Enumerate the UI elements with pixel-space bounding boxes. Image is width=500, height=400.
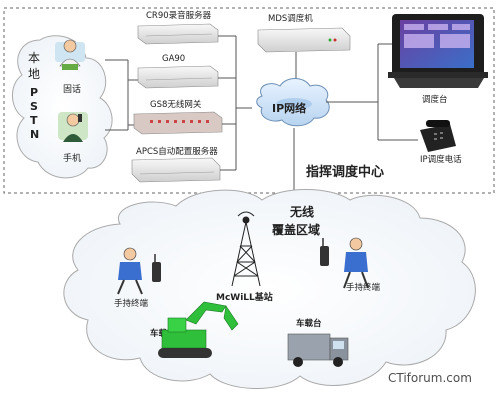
pstn-cloud	[12, 35, 113, 179]
server-bus	[218, 35, 252, 171]
ip-phone-icon	[420, 120, 456, 152]
mds-switch	[257, 27, 351, 53]
pstn-char: S	[30, 100, 38, 113]
server-label-ga90: GA90	[162, 54, 185, 64]
server-apcs	[131, 157, 221, 183]
pstn-char: N	[30, 128, 39, 141]
ip-network-cloud	[256, 78, 330, 127]
ip-phone-label: IP调度电话	[420, 154, 462, 165]
pstn-char: T	[30, 114, 38, 127]
wireless-area-label-2: 覆盖区域	[271, 222, 320, 237]
landline-label: 固话	[63, 83, 81, 95]
handheld-user-right-icon	[320, 237, 369, 289]
server-label-cr90: CR90录音服务器	[146, 10, 212, 21]
landline-user-icon	[55, 39, 85, 70]
server-ga90	[137, 65, 219, 89]
wireless-coverage-cloud	[63, 189, 476, 390]
handheld-left-label: 手持终端	[114, 298, 149, 309]
handheld-right-label: 手持终端	[346, 282, 381, 293]
server-label-gs8: GS8无线网关	[150, 99, 202, 110]
excavator-icon	[158, 301, 239, 358]
server-gs8	[133, 111, 223, 135]
pstn-char: 本	[28, 51, 40, 65]
wireless-area-label-1: 无线	[289, 204, 314, 219]
ip-network-label: IP网络	[272, 101, 306, 115]
dispatch-console-icon	[388, 14, 488, 88]
handheld-user-left-icon	[117, 247, 161, 295]
ip-links	[293, 43, 418, 220]
server-cr90	[137, 23, 219, 45]
mds-label: MDS调度机	[268, 13, 313, 24]
mobile-user-icon	[58, 112, 88, 142]
truck-icon	[287, 333, 349, 367]
pstn-char: 地	[28, 67, 40, 81]
console-label: 调度台	[422, 94, 448, 105]
pstn-char: P	[30, 86, 38, 99]
pstn-label: 本 地 P S T N	[28, 51, 40, 141]
server-label-apcs: APCS自动配置服务器	[136, 146, 218, 157]
mobile-label: 手机	[63, 152, 81, 164]
command-center-label: 指挥调度中心	[306, 164, 384, 180]
base-station-label: McWiLL基站	[216, 291, 273, 303]
vehicle-right-label: 车载台	[296, 318, 322, 329]
watermark: CTiforum.com	[388, 371, 472, 385]
base-station-tower-icon	[231, 211, 261, 287]
